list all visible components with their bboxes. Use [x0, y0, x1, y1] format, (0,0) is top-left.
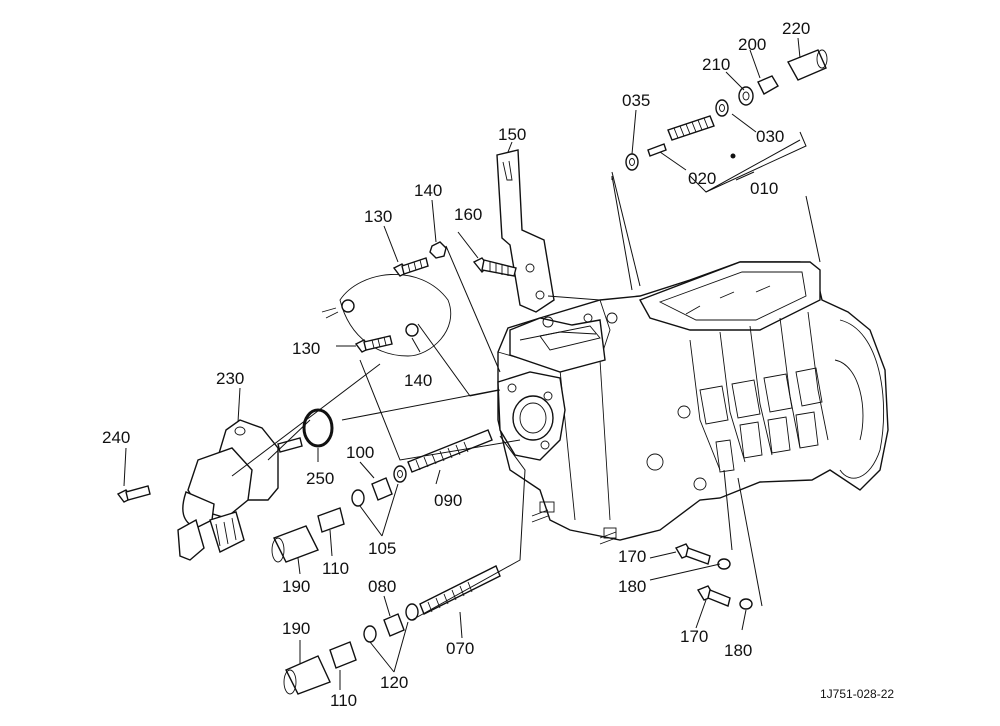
part-230-solenoid	[177, 419, 303, 561]
part-stack-top-right	[625, 49, 828, 171]
label-105: 105	[368, 539, 396, 558]
label-035: 035	[622, 91, 650, 110]
label-200: 200	[738, 35, 766, 54]
label-140-lower: 140	[404, 371, 432, 390]
label-160: 160	[454, 205, 482, 224]
label-110-lower: 110	[330, 691, 357, 710]
label-070: 070	[446, 639, 474, 658]
label-170-lower: 170	[680, 627, 708, 646]
part-lower-shaft-group	[283, 565, 501, 695]
label-250: 250	[306, 469, 334, 488]
part-250-o-ring	[302, 408, 334, 448]
label-100: 100	[346, 443, 374, 462]
part-150-bracket	[496, 149, 555, 313]
label-020: 020	[688, 169, 716, 188]
label-150: 150	[498, 125, 526, 144]
label-090: 090	[434, 491, 462, 510]
label-180-upper: 180	[618, 577, 646, 596]
leader-lines	[123, 37, 821, 690]
part-160-bolt	[472, 257, 517, 277]
label-080: 080	[368, 577, 396, 596]
label-180-lower: 180	[724, 641, 752, 660]
label-120: 120	[380, 673, 408, 692]
part-labels: 220 200 210 035 030 020 010 150 140 130 …	[102, 19, 894, 710]
part-170-180-hardware	[674, 543, 753, 610]
main-housing	[497, 261, 889, 545]
part-cover-plate	[321, 241, 452, 357]
label-210: 210	[702, 55, 730, 74]
part-240-bolt	[116, 485, 151, 503]
part-upper-shaft-group	[271, 429, 493, 563]
label-130-top: 130	[364, 207, 392, 226]
label-130-lower: 130	[292, 339, 320, 358]
label-190-lower: 190	[282, 619, 310, 638]
figure-code: 1J751-028-22	[820, 687, 894, 701]
label-110-upper: 110	[322, 559, 349, 578]
label-240: 240	[102, 428, 130, 447]
label-030: 030	[756, 127, 784, 146]
label-140-top: 140	[414, 181, 442, 200]
label-230: 230	[216, 369, 244, 388]
label-220: 220	[782, 19, 810, 38]
label-170-upper: 170	[618, 547, 646, 566]
label-190-upper: 190	[282, 577, 310, 596]
label-010: 010	[750, 179, 778, 198]
